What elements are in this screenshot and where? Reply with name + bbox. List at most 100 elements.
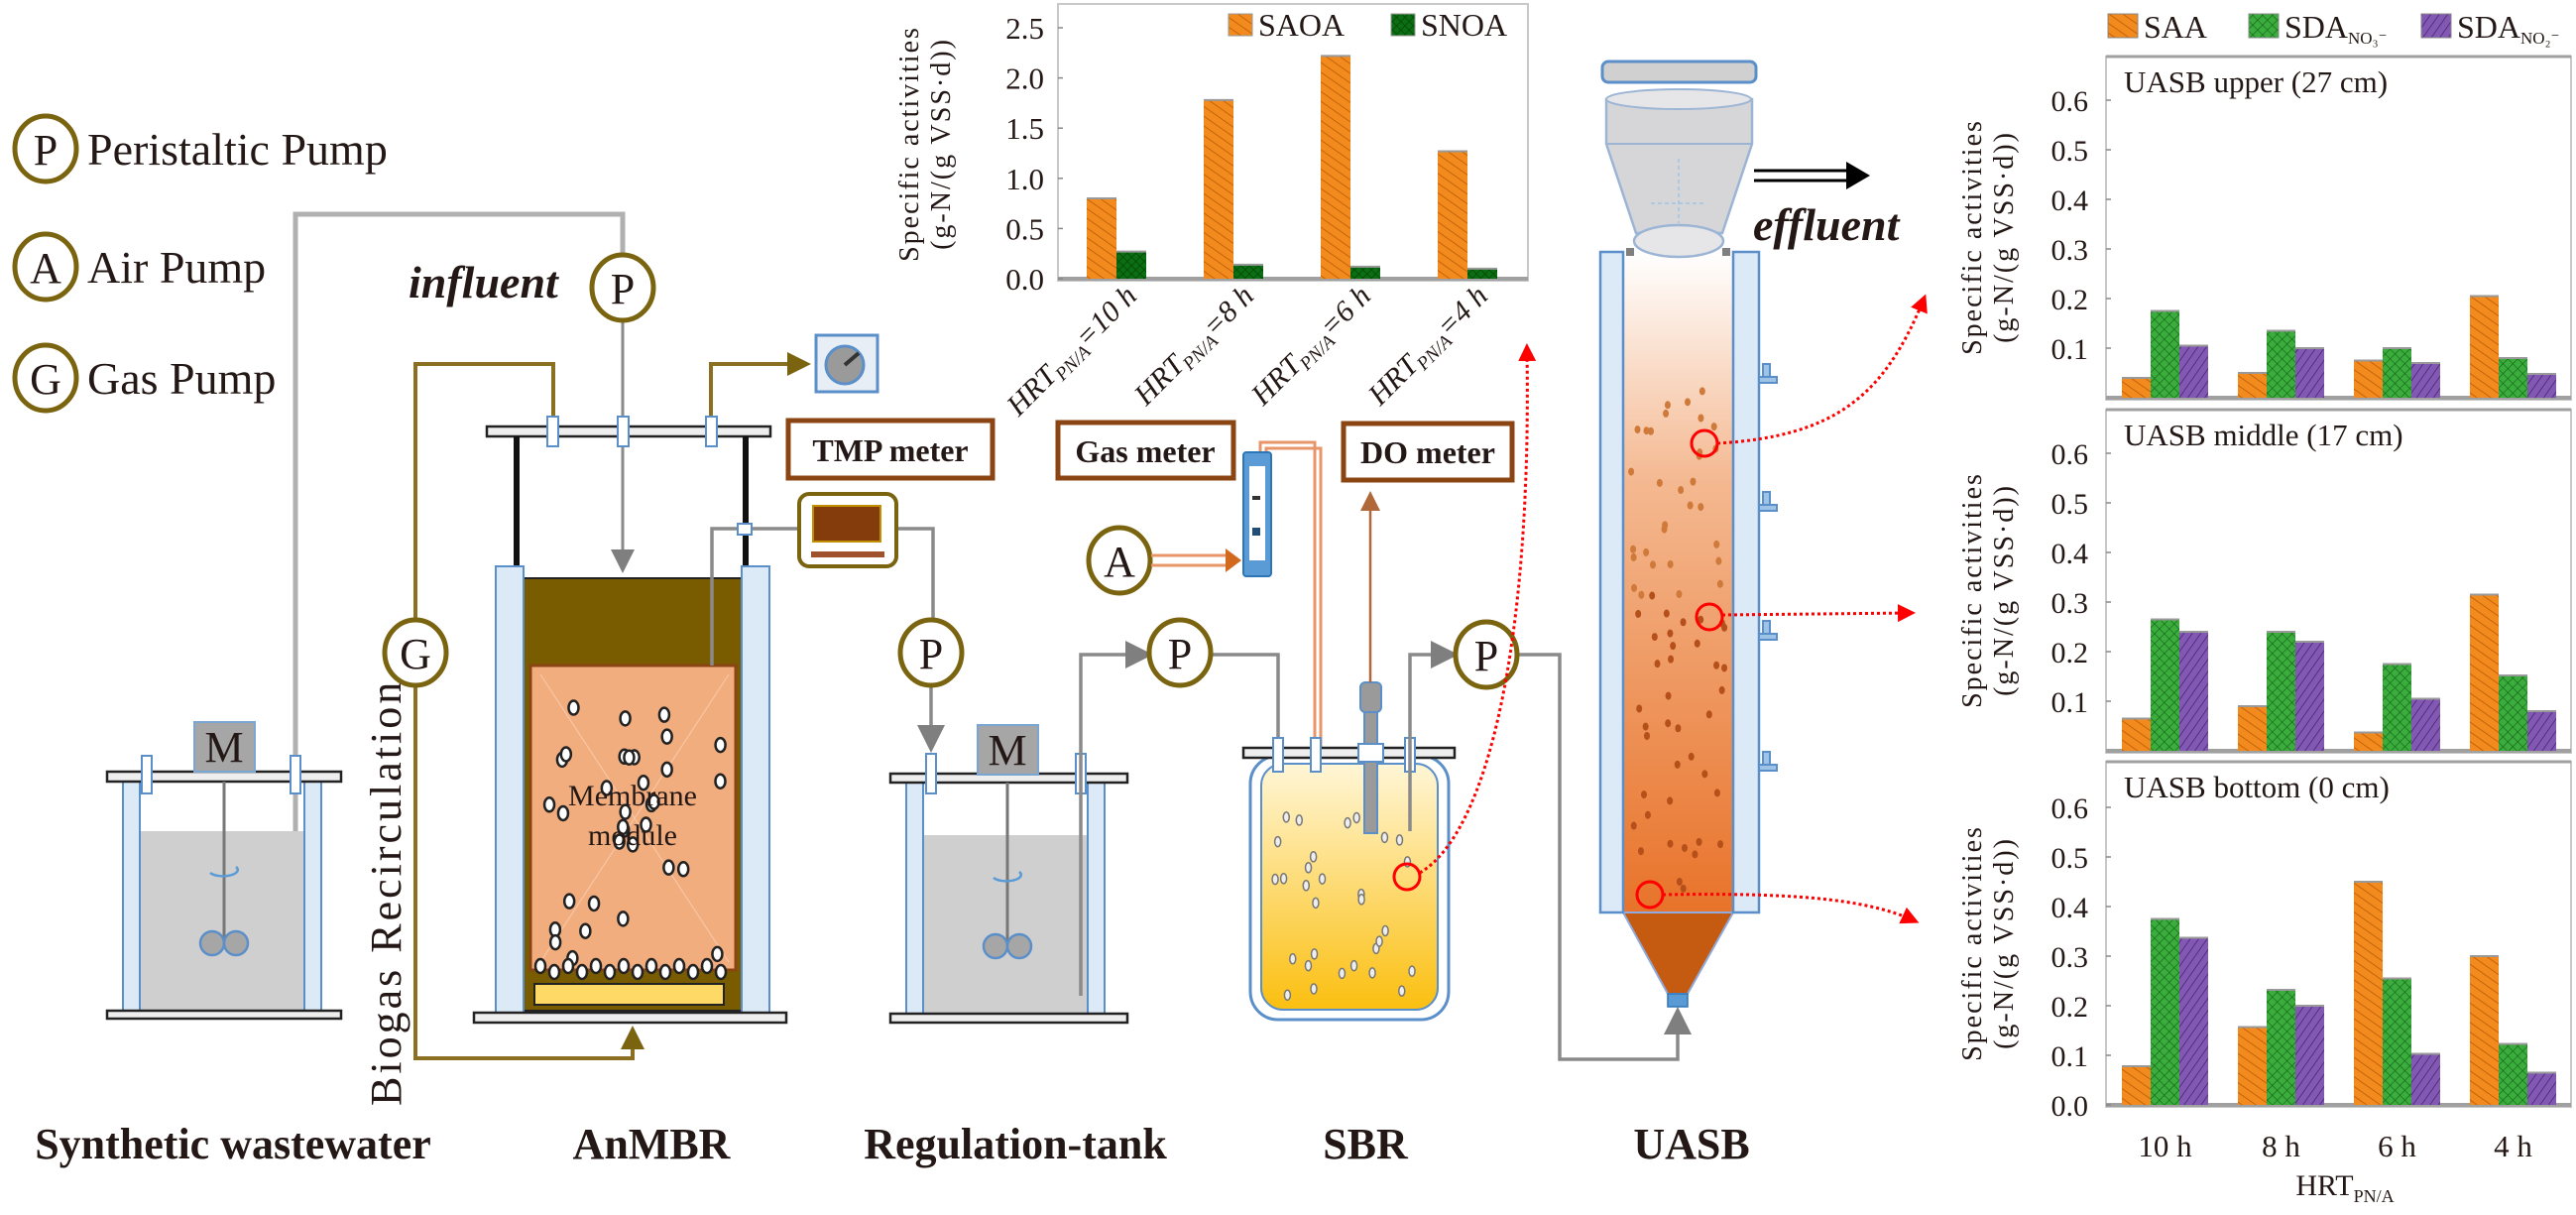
granule (1698, 387, 1705, 396)
bubble (600, 780, 614, 796)
y-tick-label: 1.0 (1005, 162, 1044, 196)
sampling-pointers (1392, 294, 1928, 924)
granule (1676, 877, 1683, 886)
legend-item-snoa: SNOA (1390, 7, 1507, 43)
granule (1692, 850, 1698, 859)
granule (1698, 503, 1704, 512)
bubble (623, 749, 636, 766)
y-tick-label: 0.4 (2051, 892, 2089, 924)
svg-text:DO meter: DO meter (1360, 434, 1495, 470)
granule (1713, 661, 1720, 669)
bar-saa-10-h (2122, 378, 2151, 398)
air-bubbles (1271, 811, 1416, 1002)
pump-symbol-icon (12, 231, 79, 303)
legend-swatch (1390, 13, 1416, 37)
granule (1698, 414, 1704, 423)
granule (1634, 425, 1641, 434)
bubble (644, 957, 658, 975)
granule (1675, 724, 1682, 733)
bubble (1279, 873, 1288, 885)
granule (1713, 540, 1720, 548)
bar-saoa-8-h (1204, 99, 1233, 279)
pump-label: P (919, 630, 943, 678)
bubble (613, 833, 626, 850)
granule (1670, 642, 1677, 651)
granule (1716, 579, 1723, 588)
effluent-arrow-icon (1754, 162, 1870, 189)
granule (1651, 633, 1658, 642)
granule (1680, 884, 1687, 893)
legend-item-sda-no: SDANO₃⁻ (2248, 9, 2387, 48)
bar-sda-no3-10-h (2151, 310, 2179, 398)
bar-sda-no3-4-h (2499, 1043, 2527, 1105)
bubble (657, 706, 671, 723)
bar-sda-no2-4-h (2527, 1072, 2556, 1105)
legend-symbol: A (30, 244, 61, 293)
y-tick-label: 0.0 (2051, 1090, 2089, 1123)
granule (1635, 609, 1642, 618)
regulation-peristaltic-pump: P (897, 617, 965, 688)
bubble (631, 963, 644, 981)
bar-snoa-8-h (1233, 264, 1263, 279)
influent-peristaltic-pump: P (589, 252, 656, 323)
legend-item-gas-pump: G Gas Pump (12, 342, 276, 414)
bar-saa-4-h (2470, 296, 2499, 398)
pump-symbol-icon (12, 113, 79, 184)
tmp-meter-box: TMP meter (785, 418, 995, 481)
membrane-module-label: module (588, 819, 677, 852)
granule (1643, 426, 1650, 435)
bubble (660, 761, 673, 779)
granule (1647, 426, 1654, 435)
bubble (1271, 873, 1279, 886)
gas-meter-box: Gas meter (1055, 420, 1236, 481)
air-flowmeter-icon (1242, 451, 1272, 577)
granule (1644, 731, 1651, 740)
influent-label: influent (409, 257, 559, 307)
legend-label: SDANO₃⁻ (2284, 9, 2387, 48)
bubble (575, 963, 589, 981)
bubble (1312, 897, 1320, 910)
unit-label-regulation-tank: Regulation-tank (864, 1120, 1167, 1168)
granule (1628, 467, 1635, 476)
biogas-bubbles (533, 699, 728, 981)
gas-gauge-icon (814, 333, 879, 394)
permeate-line (710, 527, 945, 753)
uasb-feed-peristaltic-pump: P (1453, 619, 1520, 690)
bubble (562, 893, 576, 910)
bar-sda-no3-8-h (2267, 990, 2295, 1105)
bar-snoa-4-h (1467, 268, 1497, 279)
bubble (660, 728, 673, 745)
granule (1642, 722, 1649, 731)
bar-sda-no3-10-h (2151, 619, 2179, 751)
legend-item-saoa: SAOA (1228, 7, 1345, 43)
bubble (587, 895, 601, 912)
bar-sda-no2-10-h (2179, 345, 2208, 398)
x-tick-label: 4 h (2494, 1129, 2532, 1163)
gas-solid-separator (1600, 60, 1758, 259)
bar-saa-8-h (2238, 373, 2267, 398)
granule (1690, 477, 1697, 486)
y-tick-label: 2.0 (1005, 61, 1044, 96)
bar-saa-10-h (2122, 718, 2151, 751)
y-tick-label: 0.5 (2051, 135, 2089, 168)
sbr-sample-circle (1392, 862, 1422, 892)
bubble (1309, 851, 1318, 863)
bubble (1344, 816, 1351, 829)
granule (1696, 837, 1702, 846)
legend-item-air-pump: A Air Pump (12, 231, 266, 303)
bar-sda-no2-8-h (2295, 348, 2324, 398)
y-tick-label: 0.4 (2051, 184, 2089, 217)
bubble (1282, 811, 1291, 823)
granule (1710, 423, 1717, 431)
unit-labels: Synthetic wastewater AnMBR Regulation-ta… (35, 1120, 1749, 1168)
legend-label: SAOA (1258, 7, 1345, 43)
bar-saa-6-h (2354, 882, 2383, 1105)
legend-swatch (2420, 13, 2452, 39)
pump-symbol-icon (12, 342, 79, 414)
pointer-to-middle-chart (1721, 604, 1916, 623)
bubble (547, 963, 561, 981)
y-tick-label: 0.6 (2051, 85, 2089, 118)
sbr-outflow-line (1408, 641, 1692, 1061)
panel-title: UASB middle (17 cm) (2124, 418, 2403, 452)
